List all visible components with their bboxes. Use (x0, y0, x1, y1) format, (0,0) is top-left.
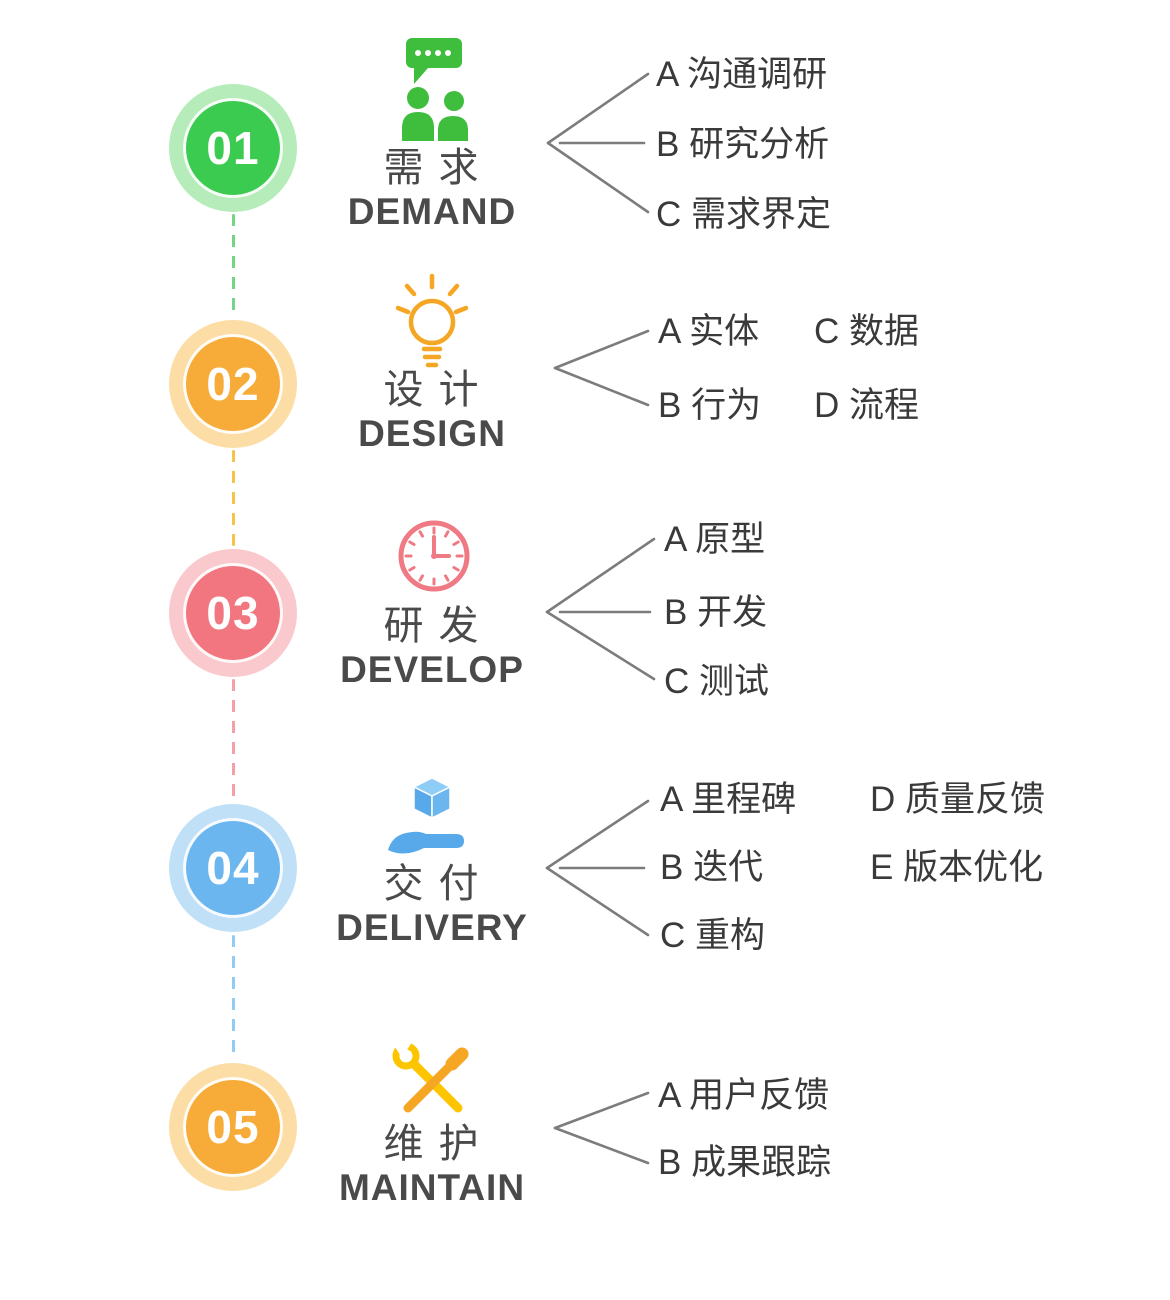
stage-title-en: DEMAND (347, 191, 517, 232)
branch-lines (553, 329, 650, 407)
hand-box-icon (378, 774, 486, 870)
stage-title-cn: 设 计 (383, 368, 481, 412)
stage-circle-inner: 01 (183, 98, 283, 198)
list-item: B 研究分析 (656, 125, 830, 164)
list-item: C 重构 (660, 916, 766, 955)
stage-circle-inner: 05 (183, 1077, 283, 1177)
timeline-connector-2 (232, 450, 235, 546)
branch-lines (545, 799, 650, 937)
stage-number: 02 (206, 358, 260, 410)
list-item: C 需求界定 (656, 195, 832, 234)
stage-circle-inner: 03 (183, 563, 283, 663)
stage-number: 03 (206, 587, 260, 639)
clock-icon (394, 516, 474, 596)
stage-title-cn: 交 付 (383, 862, 481, 906)
timeline-connector-3 (232, 679, 235, 801)
branch-lines (546, 72, 650, 214)
stage-circle-03: 03 (169, 549, 297, 677)
branch-lines (545, 537, 656, 681)
list-item: C 测试 (664, 662, 770, 701)
list-item: A 实体 C 数据 (658, 312, 920, 351)
stage-title-cn: 需 求 (383, 146, 481, 190)
chat-people-icon (372, 38, 492, 142)
stage-circle-02: 02 (169, 320, 297, 448)
timeline-connector-4 (232, 935, 235, 1060)
stage-number: 01 (206, 122, 260, 174)
stage-circle-inner: 02 (183, 334, 283, 434)
lightbulb-icon (380, 272, 484, 370)
tools-icon (384, 1042, 484, 1126)
list-item: B 行为 D 流程 (658, 386, 920, 425)
list-item: A 原型 (664, 520, 766, 559)
list-item: A 里程碑 D 质量反馈 (660, 780, 1046, 819)
list-item: A 用户反馈 (658, 1076, 830, 1115)
timeline-connector-1 (232, 214, 235, 316)
stage-title-en: DESIGN (358, 413, 506, 454)
stage-number: 05 (206, 1101, 260, 1153)
stage-title-en: DEVELOP (340, 649, 524, 690)
list-item: B 迭代 E 版本优化 (660, 848, 1044, 887)
stage-circle-04: 04 (169, 804, 297, 932)
list-item: B 成果跟踪 (658, 1143, 832, 1182)
stage-title-cn: 维 护 (383, 1122, 481, 1166)
list-item: A 沟通调研 (656, 55, 828, 94)
stage-title-en: MAINTAIN (338, 1167, 526, 1208)
branch-lines (553, 1091, 650, 1165)
stage-circle-05: 05 (169, 1063, 297, 1191)
stage-title-cn: 研 发 (383, 604, 481, 648)
stage-circle-inner: 04 (183, 818, 283, 918)
stage-title-en: DELIVERY (336, 907, 528, 948)
stage-circle-01: 01 (169, 84, 297, 212)
list-item: B 开发 (664, 593, 768, 632)
stage-number: 04 (206, 842, 260, 894)
